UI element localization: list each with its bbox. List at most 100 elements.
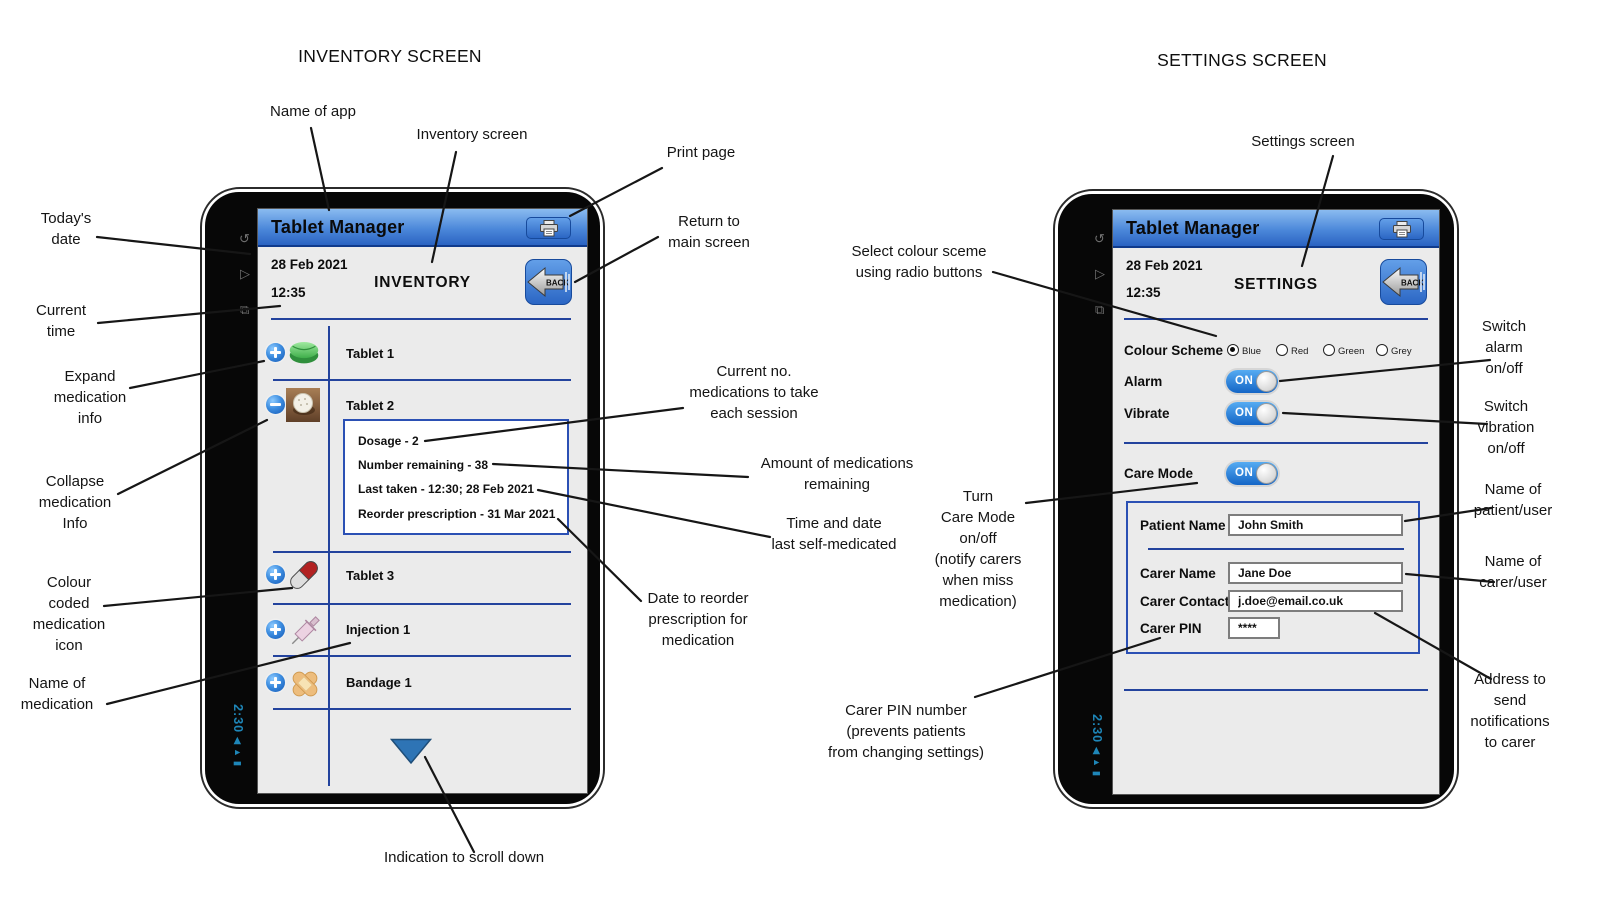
expand-button[interactable] — [266, 565, 285, 584]
annotation-turn-care-mode: Turn Care Mode on/off (notify carers whe… — [934, 488, 1022, 610]
annotation-select-colour: Select colour sceme using radio buttons — [851, 243, 987, 281]
bezel-rotate-icon: ↺ — [239, 231, 250, 246]
patient-name-input[interactable] — [1228, 514, 1403, 536]
reorder-detail: Reorder prescription - 31 Mar 2021 — [358, 507, 556, 521]
annotation-print-page: Print page — [666, 144, 736, 161]
medication-name: Tablet 1 — [346, 346, 395, 361]
radio-grey[interactable] — [1376, 344, 1388, 356]
inventory-tablet-bezel: ↺ ▷ ⧉ 2:30 ◀ ▲ ▮ Tablet Manager 28 F — [205, 192, 600, 804]
carer-contact-label: Carer Contact — [1140, 594, 1230, 609]
syringe-icon — [285, 611, 325, 656]
back-button[interactable]: BACK — [1380, 259, 1427, 305]
printer-icon — [1392, 220, 1411, 237]
care-mode-toggle[interactable]: ON — [1226, 462, 1278, 485]
dosage-detail: Dosage - 2 — [358, 434, 419, 448]
vibrate-toggle[interactable]: ON — [1226, 402, 1278, 425]
annotation-current-no: Current no. medications to take each ses… — [689, 363, 819, 422]
expand-button[interactable] — [266, 343, 285, 362]
annotation-return-main: Return to main screen — [668, 213, 750, 251]
list-divider-line — [328, 326, 330, 786]
last-taken-detail: Last taken - 12:30; 28 Feb 2021 — [358, 482, 535, 496]
radio-grey-label: Grey — [1391, 346, 1412, 357]
care-mode-label: Care Mode — [1124, 466, 1194, 481]
capsule-icon — [285, 557, 323, 598]
round-tablet-icon — [286, 388, 320, 427]
back-arrow-icon: BACK — [527, 266, 570, 298]
annotation-current-time: Current time — [35, 302, 87, 340]
box-divider — [1148, 548, 1404, 550]
carer-contact-input[interactable] — [1228, 590, 1403, 612]
speaker-icon: ◀ — [233, 737, 244, 745]
row-separator — [273, 708, 571, 710]
annotation-inventory-screen: Inventory screen — [416, 126, 528, 143]
scroll-down-indicator[interactable] — [389, 738, 433, 770]
annotation-date-reorder: Date to reorder prescription for medicat… — [647, 590, 749, 649]
carer-pin-label: Carer PIN — [1140, 621, 1202, 636]
screen-heading: SETTINGS — [1234, 276, 1318, 293]
svg-text:BACK: BACK — [546, 279, 569, 288]
settings-tablet: ↺ ▷ ⧉ 2:30 ◀ ▲ ▮ Tablet Manager 28 F — [1053, 189, 1459, 809]
bezel-pages-icon: ⧉ — [1095, 302, 1105, 317]
radio-blue-label: Blue — [1242, 346, 1262, 357]
alarm-label: Alarm — [1124, 374, 1163, 389]
annotation-scroll-down: Indication to scroll down — [383, 849, 545, 866]
row-separator — [273, 655, 571, 657]
inventory-tablet: ↺ ▷ ⧉ 2:30 ◀ ▲ ▮ Tablet Manager 28 F — [200, 187, 605, 809]
annotation-name-of-app: Name of app — [270, 103, 356, 120]
bezel-camera-icon: ▷ — [1095, 266, 1105, 281]
colour-scheme-label: Colour Scheme — [1124, 343, 1224, 358]
care-details-box: Patient Name Carer Name Carer Contact Ca… — [1126, 501, 1420, 654]
annotation-amount-remaining: Amount of medications remaining — [760, 455, 914, 493]
carer-pin-input[interactable] — [1228, 617, 1280, 639]
expand-button[interactable] — [266, 673, 285, 692]
annotation-colour-coded-icon: Colour coded medication icon — [32, 574, 106, 654]
annotation-name-carer: Name of carer/user — [1479, 553, 1547, 591]
collapse-button[interactable] — [266, 395, 285, 414]
settings-tablet-bezel: ↺ ▷ ⧉ 2:30 ◀ ▲ ▮ Tablet Manager 28 F — [1058, 194, 1454, 804]
print-button[interactable] — [1379, 218, 1424, 240]
carer-name-input[interactable] — [1228, 562, 1403, 584]
screen-heading: INVENTORY — [374, 274, 471, 291]
annotation-name-patient: Name of patient/user — [1473, 481, 1553, 519]
today-date: 28 Feb 2021 — [1126, 258, 1203, 273]
svg-text:BACK: BACK — [1401, 279, 1424, 288]
vibrate-label: Vibrate — [1124, 406, 1170, 421]
settings-screen-title: SETTINGS SCREEN — [1157, 50, 1327, 70]
inventory-screen: Tablet Manager 28 Feb 2021 12:35 INVENTO… — [257, 208, 588, 794]
divider — [271, 318, 571, 320]
radio-red[interactable] — [1276, 344, 1288, 356]
bezel-pages-icon: ⧉ — [240, 302, 250, 317]
back-button[interactable]: BACK — [525, 259, 572, 305]
toggle-knob — [1256, 371, 1277, 392]
app-title: Tablet Manager — [271, 216, 405, 237]
annotation-todays-date: Today's date — [40, 210, 92, 248]
radio-blue[interactable] — [1227, 344, 1239, 356]
app-title: Tablet Manager — [1126, 217, 1260, 238]
toggle-knob — [1256, 463, 1277, 484]
annotation-carer-pin-note: Carer PIN number (prevents patients from… — [828, 702, 984, 761]
medication-detail-box: Dosage - 2 Number remaining - 38 Last ta… — [343, 419, 569, 535]
radio-green[interactable] — [1323, 344, 1335, 356]
device-clock: 2:30 — [231, 704, 245, 734]
annotation-address-notifications: Address to send notifications to carer — [1470, 671, 1550, 751]
remaining-detail: Number remaining - 38 — [358, 458, 489, 472]
scroll-down-triangle-icon — [389, 738, 433, 765]
green-pill-icon — [285, 337, 323, 372]
row-separator — [273, 379, 571, 381]
alarm-toggle[interactable]: ON — [1226, 370, 1278, 393]
carer-name-label: Carer Name — [1140, 566, 1216, 581]
medication-name: Tablet 2 — [346, 398, 395, 413]
device-status-bar: 2:30 ◀ ▲ ▮ — [1089, 700, 1105, 790]
expand-button[interactable] — [266, 620, 285, 639]
today-date: 28 Feb 2021 — [271, 257, 348, 272]
battery-icon: ▮ — [1092, 770, 1103, 776]
divider — [1124, 318, 1428, 320]
patient-name-label: Patient Name — [1140, 518, 1226, 533]
radio-red-label: Red — [1291, 346, 1309, 357]
radio-green-label: Green — [1338, 346, 1365, 357]
annotation-expand-info: Expand medication info — [53, 368, 127, 427]
printer-icon — [539, 219, 558, 236]
print-button[interactable] — [526, 217, 571, 239]
signal-icon: ▲ — [1092, 758, 1102, 767]
speaker-icon: ◀ — [1092, 747, 1103, 755]
